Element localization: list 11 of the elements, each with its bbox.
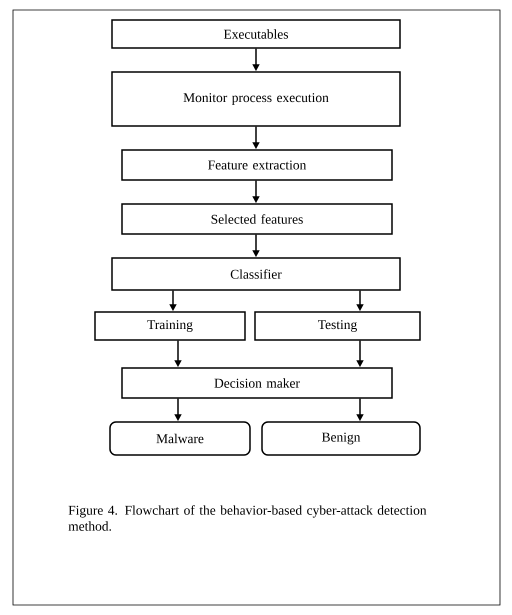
process-box: Testing xyxy=(254,311,421,341)
process-box: Feature extraction xyxy=(121,149,393,181)
process-box: Executables xyxy=(111,19,401,49)
process-box: Classifier xyxy=(111,257,401,291)
process-box: Training xyxy=(94,311,246,341)
caption: Figure 4. Flowchart of the behavior-based cyber-attack detection method. xyxy=(68,505,426,531)
process-box: Decision maker xyxy=(121,367,393,399)
process-box: Monitor process execution xyxy=(111,71,401,127)
process-box: Selected features xyxy=(121,203,393,235)
terminal-box: Malware xyxy=(109,421,251,456)
terminal-box: Benign xyxy=(261,421,421,456)
